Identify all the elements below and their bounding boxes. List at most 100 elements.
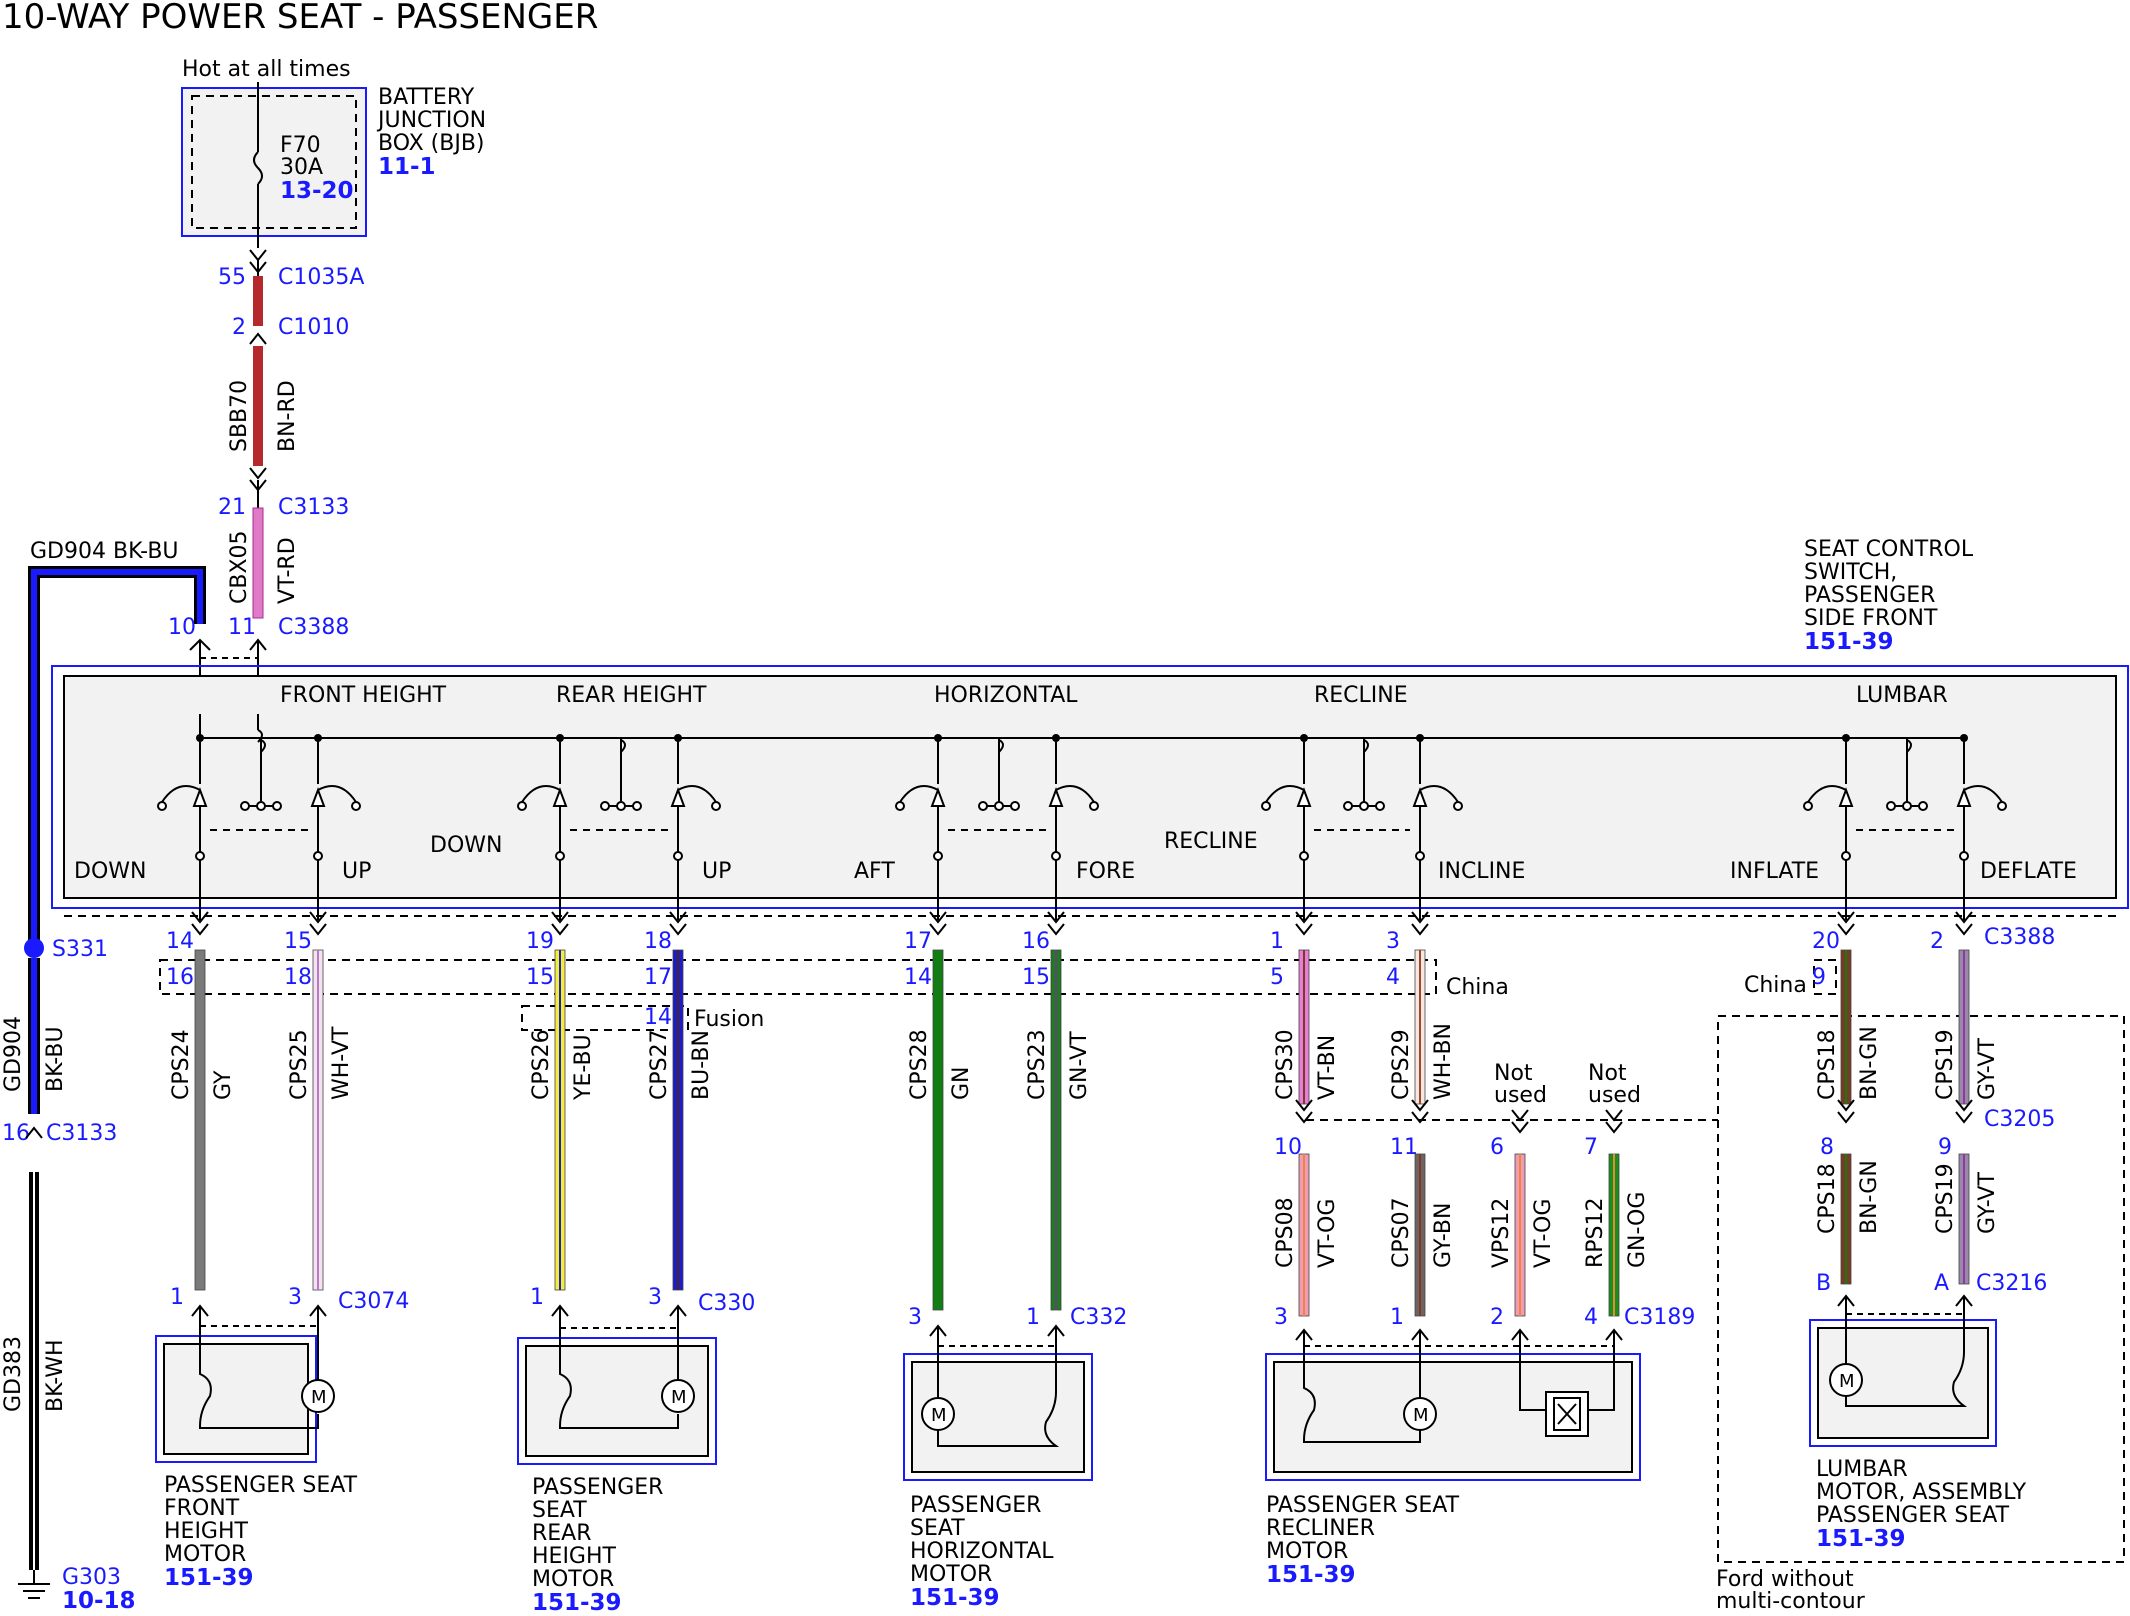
contact-dot (978, 801, 988, 811)
pin-label: 3 (648, 1285, 662, 1310)
contact-dot (600, 801, 610, 811)
motor1-line4: MOTOR (164, 1542, 246, 1567)
contact-dot (195, 851, 205, 861)
pin-label: 15 (284, 929, 312, 954)
pin-label: 2 (1930, 929, 1944, 954)
wire-circuit-label: RPS12 (1583, 1197, 1608, 1268)
section-horizontal: HORIZONTAL (934, 683, 1078, 708)
pin-label: 20 (1812, 929, 1840, 954)
contact-dot (1803, 801, 1813, 811)
pos-incline: INCLINE (1438, 859, 1525, 884)
bjb-ref: 11-1 (378, 154, 436, 180)
contact-dot (1453, 801, 1463, 811)
motor1-line2: FRONT (164, 1496, 240, 1521)
contact-dot (240, 801, 250, 811)
pin-label: 2 (1490, 1305, 1504, 1330)
switch-arm-icon (677, 785, 717, 803)
c3388-lumbar-label: C3388 (1984, 925, 2055, 950)
switch-arm-icon (521, 785, 561, 803)
crossover-icon (1906, 739, 1912, 753)
wire-circuit-label: CPS24 (169, 1029, 194, 1100)
option-bands: China China Fusion Ford without multi-co… (64, 915, 2125, 1614)
connector-labels: C3074 C330 C332 C3205 C3189 C3216 C3388 (338, 925, 2055, 1330)
wire-circuit-label: VPS12 (1489, 1198, 1514, 1268)
c3074-label: C3074 (338, 1289, 409, 1314)
wire-circuit-label: CPS18 (1815, 1029, 1840, 1100)
battery-junction-box: Hot at all times F70 30A 13-20 BATTERY J… (181, 57, 486, 248)
pin-label: 14 (904, 965, 932, 990)
pin-label: 1 (1390, 1305, 1404, 1330)
pin-label: 16 (166, 965, 194, 990)
pin-label: 19 (526, 929, 554, 954)
pos-fore: FORE (1076, 859, 1135, 884)
pos-front-down: DOWN (74, 859, 146, 884)
c3133-label: C3133 (278, 495, 349, 520)
switch-arm-icon (1419, 785, 1459, 803)
wire-color-label: GY-VT (1975, 1038, 2000, 1100)
feed-circuit: 55 C1035A 2 C1010 SBB70 BN-RD 21 C3133 C… (168, 249, 364, 714)
contact-dot (1343, 801, 1353, 811)
contact-dot (1959, 851, 1969, 861)
contact-dot (1299, 851, 1309, 861)
wire-circuit-label: CPS19 (1933, 1163, 1958, 1234)
connector-arrow-icon (309, 911, 327, 936)
motor3-line2: SEAT (910, 1516, 965, 1541)
ground-g303-label: G303 (62, 1565, 121, 1590)
c3133-ground-pin: 16 (2, 1121, 30, 1146)
connector-arrow-icon (1295, 1099, 1313, 1124)
wire-color-label: YE-BU (571, 1034, 596, 1101)
diagram-title: 10-WAY POWER SEAT - PASSENGER (2, 0, 598, 37)
not-used-label: Not (1588, 1061, 1627, 1086)
gd904-color: BK-BU (43, 1026, 68, 1092)
junction-dot (1416, 734, 1424, 742)
section-front-height: FRONT HEIGHT (280, 683, 447, 708)
section-lumbar: LUMBAR (1856, 683, 1948, 708)
switch-arm-icon (1963, 785, 2003, 803)
c3189-label: C3189 (1624, 1305, 1695, 1330)
wire-color-label: GN-OG (1625, 1192, 1650, 1268)
connector-arrow-icon (1295, 911, 1313, 936)
svg-text:M: M (1839, 1371, 1855, 1392)
wire-circuit-label: CPS26 (529, 1029, 554, 1100)
contact-dot (711, 801, 721, 811)
motor5-ref: 151-39 (1816, 1526, 1906, 1552)
pin-label: 18 (644, 929, 672, 954)
wire-color-label: WH-BN (1431, 1023, 1456, 1100)
contact-dot (1375, 801, 1385, 811)
junction-dot (1300, 734, 1308, 742)
motor2-line3: REAR (532, 1521, 592, 1546)
wire-color-label: VT-OG (1531, 1199, 1556, 1268)
motor-front-height: M PASSENGER SEAT FRONT HEIGHT MOTOR 151-… (155, 1310, 358, 1591)
junction-dot (674, 734, 682, 742)
pin-label: A (1934, 1271, 1949, 1296)
c3205-label: C3205 (1984, 1107, 2055, 1132)
fuse-amps: 30A (280, 155, 323, 180)
c1010-label: C1010 (278, 315, 349, 340)
svg-text:M: M (931, 1405, 947, 1426)
crossover-icon (1363, 739, 1369, 753)
c3388-feed-pin: 11 (228, 615, 256, 640)
pin-label: 17 (644, 965, 672, 990)
switch-arm-icon (899, 785, 939, 803)
motor5-line2: MOTOR, ASSEMBLY (1816, 1480, 2027, 1505)
motor2-line1: PASSENGER (532, 1475, 663, 1500)
wire-circuit-label: CPS27 (647, 1029, 672, 1100)
contact-dot (517, 801, 527, 811)
section-rear-height: REAR HEIGHT (556, 683, 707, 708)
junction-dot (934, 734, 942, 742)
switch-name-3: PASSENGER (1804, 583, 1935, 608)
motor1-line3: HEIGHT (164, 1519, 249, 1544)
ground-g303-ref: 10-18 (62, 1588, 136, 1614)
svg-text:M: M (671, 1387, 687, 1408)
pin-label: 11 (1390, 1135, 1418, 1160)
